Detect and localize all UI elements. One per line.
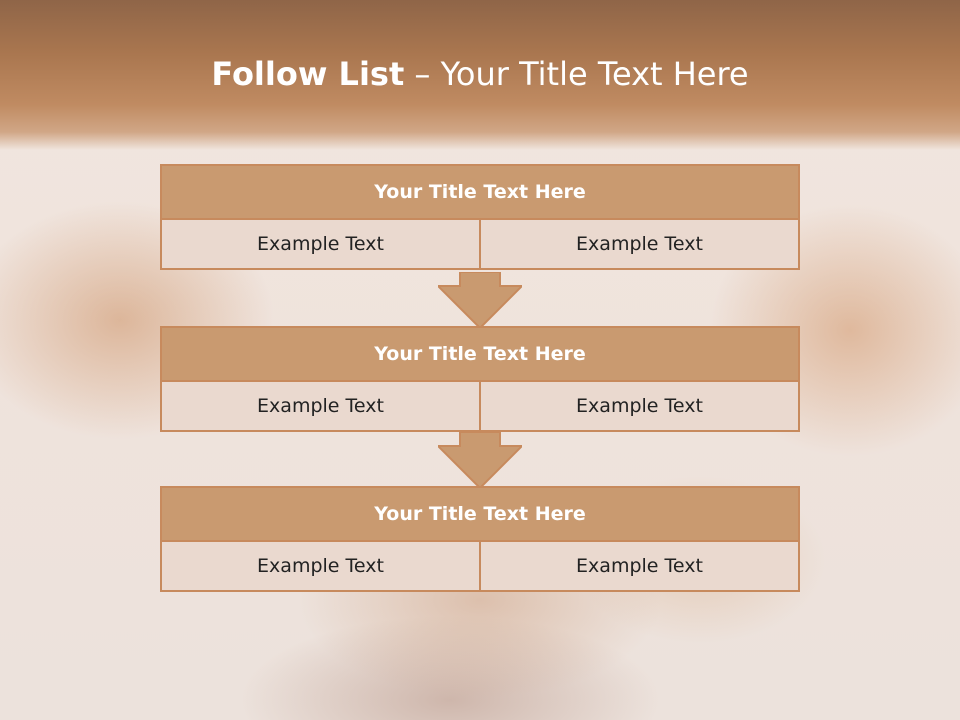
header-band: Follow List – Your Title Text Here (0, 0, 960, 150)
block-cell-right: Example Text (481, 220, 800, 270)
block-cell-left: Example Text (160, 382, 481, 432)
follow-block-3: Your Title Text Here Example Text Exampl… (160, 486, 800, 592)
block-cell-left: Example Text (160, 542, 481, 592)
down-arrow-icon (438, 432, 522, 488)
block-row: Example Text Example Text (160, 382, 800, 432)
block-cell-right: Example Text (481, 382, 800, 432)
block-cell-left: Example Text (160, 220, 481, 270)
down-arrow-icon (438, 272, 522, 328)
block-title: Your Title Text Here (160, 164, 800, 220)
follow-block-2: Your Title Text Here Example Text Exampl… (160, 326, 800, 432)
block-cell-right: Example Text (481, 542, 800, 592)
title-bold: Follow List (211, 55, 405, 93)
block-row: Example Text Example Text (160, 542, 800, 592)
block-title: Your Title Text Here (160, 486, 800, 542)
block-row: Example Text Example Text (160, 220, 800, 270)
follow-block-1: Your Title Text Here Example Text Exampl… (160, 164, 800, 270)
title-rest: – Your Title Text Here (404, 55, 749, 93)
page-title: Follow List – Your Title Text Here (0, 55, 960, 93)
block-title: Your Title Text Here (160, 326, 800, 382)
